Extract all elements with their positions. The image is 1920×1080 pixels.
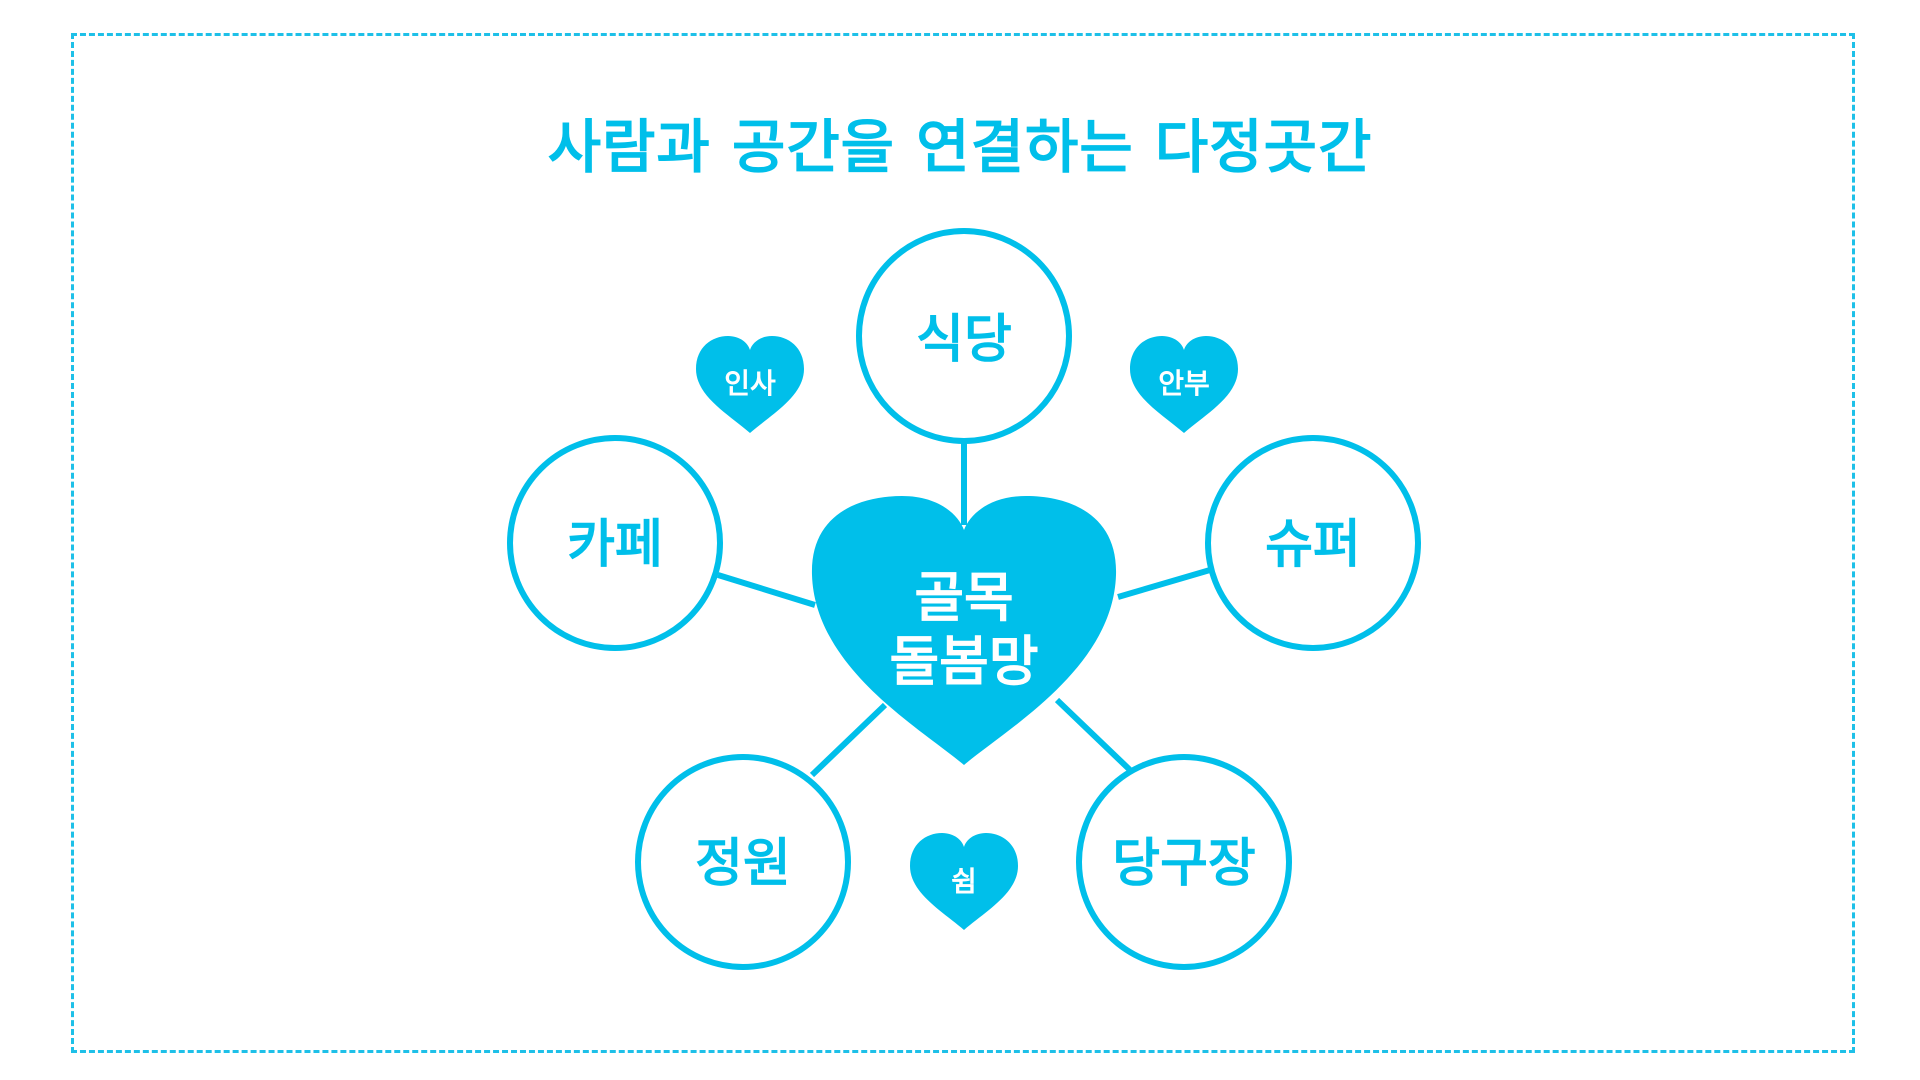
dashed-border-frame xyxy=(71,33,1855,1053)
node-label-cafe: 카페 xyxy=(567,515,663,575)
node-circle xyxy=(507,435,723,651)
node-circle xyxy=(1205,435,1421,651)
center-label-line2: 돌봄망 xyxy=(889,630,1038,693)
node-label-garden: 정원 xyxy=(695,834,791,894)
heart-icon xyxy=(696,336,804,433)
heart-label-regards: 안부 xyxy=(1158,367,1210,400)
heart-greeting: 인사 xyxy=(696,336,804,433)
node-label-billiards: 당구장 xyxy=(1112,834,1256,894)
heart-icon xyxy=(910,833,1018,930)
center-heart-shape xyxy=(811,496,1117,765)
node-billiards: 당구장 xyxy=(1076,754,1292,970)
heart-label-rest: 쉼 xyxy=(951,865,977,898)
heart-icon xyxy=(1130,336,1238,433)
connector-billiards xyxy=(1054,697,1133,773)
heart-label-greeting: 인사 xyxy=(724,367,776,400)
connector-supermarket xyxy=(1117,567,1211,600)
node-label-restaurant: 식당 xyxy=(916,310,1012,370)
heart-rest: 쉼 xyxy=(910,833,1018,930)
node-circle xyxy=(635,754,851,970)
node-restaurant: 식당 xyxy=(856,228,1072,444)
node-label-supermarket: 슈퍼 xyxy=(1265,515,1361,575)
node-circle xyxy=(1076,754,1292,970)
connector-lines xyxy=(717,440,1211,778)
node-cafe: 카페 xyxy=(507,435,723,651)
node-supermarket: 슈퍼 xyxy=(1205,435,1421,651)
connector-cafe xyxy=(717,572,816,608)
page-title: 사람과 공간을 연결하는 다정곳간 xyxy=(547,113,1373,181)
node-garden: 정원 xyxy=(635,754,851,970)
heart-regards: 안부 xyxy=(1130,336,1238,433)
node-circle xyxy=(856,228,1072,444)
connector-garden xyxy=(809,702,888,778)
center-label-line1: 골목 xyxy=(914,566,1013,629)
